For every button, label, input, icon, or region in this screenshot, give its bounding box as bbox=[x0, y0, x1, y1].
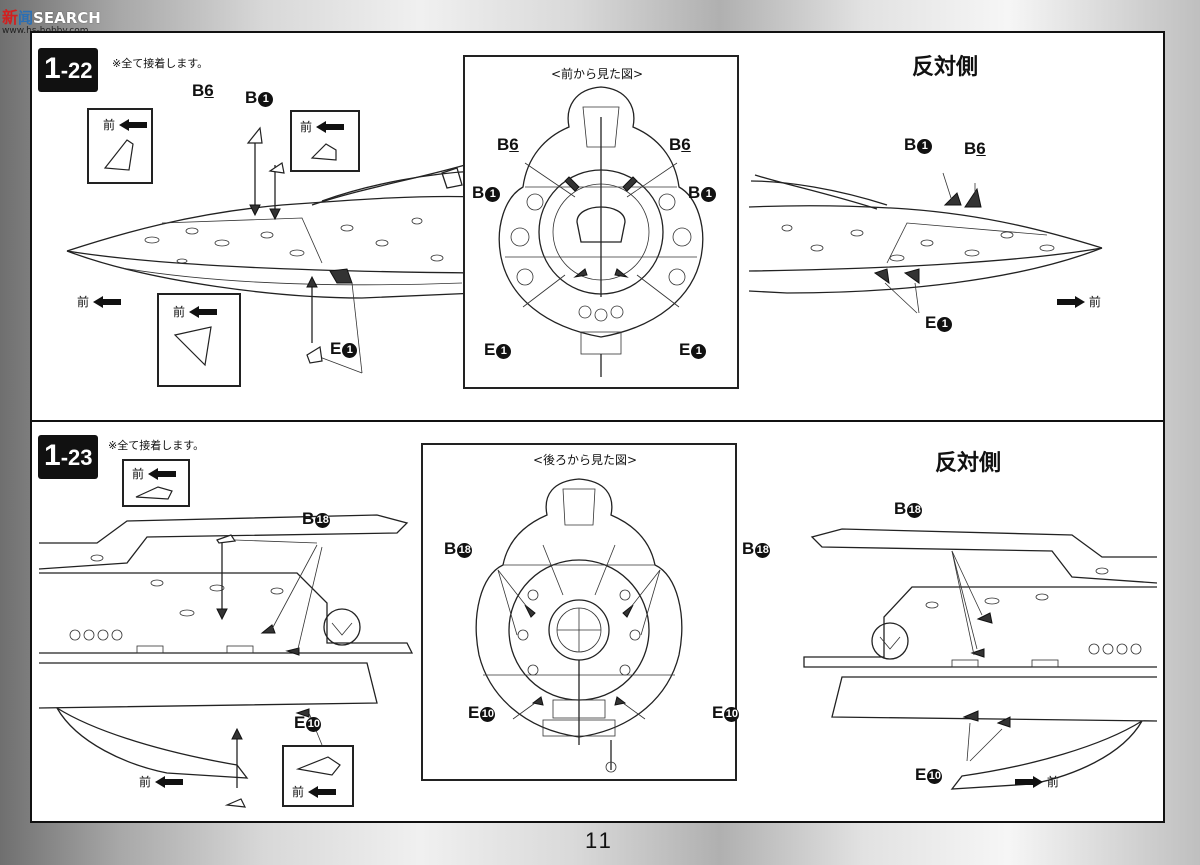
ship-rear-view-drawing bbox=[475, 478, 683, 773]
callout-e10-front-label: 前 bbox=[292, 783, 336, 800]
front-direction-right-1-22: 前 bbox=[1057, 293, 1101, 310]
watermark-search: SEARCH bbox=[33, 9, 101, 27]
front-view-inset: <前から見た図> bbox=[463, 55, 739, 389]
hull-rear-left-1-23 bbox=[38, 514, 414, 808]
callout-b1-front-label: 前 bbox=[300, 118, 344, 135]
page-number: 11 bbox=[585, 828, 614, 853]
opposite-side-title-1-22: 反対側 bbox=[912, 54, 979, 80]
front-direction-right-1-23: 前 bbox=[1015, 773, 1059, 790]
label-b6-right: B6 bbox=[964, 139, 986, 158]
callout-e1-front-label: 前 bbox=[173, 303, 217, 320]
arrow-left-icon bbox=[154, 776, 183, 788]
arrow-left-icon bbox=[315, 121, 344, 133]
callout-b6-detail: 前 bbox=[87, 108, 153, 184]
step-1-22-note: ※全て接着します。 bbox=[112, 57, 209, 70]
part-e1-icon bbox=[173, 326, 212, 367]
label-b6-front-right: B6 bbox=[669, 135, 691, 154]
hull-side-right-1-22 bbox=[748, 172, 1103, 314]
ship-front-view-drawing bbox=[498, 86, 704, 377]
front-view-title: <前から見た図> bbox=[551, 67, 644, 81]
arrow-left-icon bbox=[147, 468, 176, 480]
arrow-right-icon bbox=[1057, 296, 1085, 308]
arrow-left-icon bbox=[307, 786, 336, 798]
front-direction-left-1-23: 前 bbox=[139, 773, 183, 790]
part-b6-icon bbox=[103, 139, 134, 171]
watermark-char-2: 闻 bbox=[18, 9, 34, 27]
callout-b1-detail: 前 bbox=[290, 110, 360, 172]
callout-e10-detail: 前 bbox=[282, 745, 354, 807]
opposite-side-title-1-23: 反対側 bbox=[935, 450, 1002, 476]
arrow-left-icon bbox=[188, 306, 217, 318]
callout-b6-front-label: 前 bbox=[103, 116, 147, 133]
arrow-right-icon bbox=[1015, 776, 1043, 788]
hull-rear-right-1-23 bbox=[803, 528, 1158, 790]
watermark-char-1: 新 bbox=[2, 8, 19, 27]
callout-b18-detail: 前 bbox=[122, 459, 190, 507]
step-1-23-note: ※全て接着します。 bbox=[108, 439, 205, 452]
label-b6-front-left: B6 bbox=[497, 135, 519, 154]
step-number-1-22: 1-22 bbox=[38, 48, 99, 92]
arrow-left-icon bbox=[118, 119, 147, 131]
hull-side-left-1-22 bbox=[66, 126, 478, 374]
callout-e1-detail: 前 bbox=[157, 293, 241, 387]
front-direction-left-1-22: 前 bbox=[77, 293, 121, 310]
part-e10-icon bbox=[295, 756, 341, 776]
callout-b18-front-label: 前 bbox=[132, 465, 176, 482]
part-b1-icon bbox=[310, 143, 337, 161]
rear-view-inset: <後ろから見た図> bbox=[421, 443, 737, 781]
step-divider bbox=[32, 420, 1163, 422]
rear-view-title: <後ろから見た図> bbox=[533, 453, 638, 467]
step-number-1-23: 1-23 bbox=[38, 435, 99, 479]
arrow-left-icon bbox=[92, 296, 121, 308]
label-b6-left: B6 bbox=[192, 81, 214, 100]
part-b18-icon bbox=[135, 486, 173, 500]
